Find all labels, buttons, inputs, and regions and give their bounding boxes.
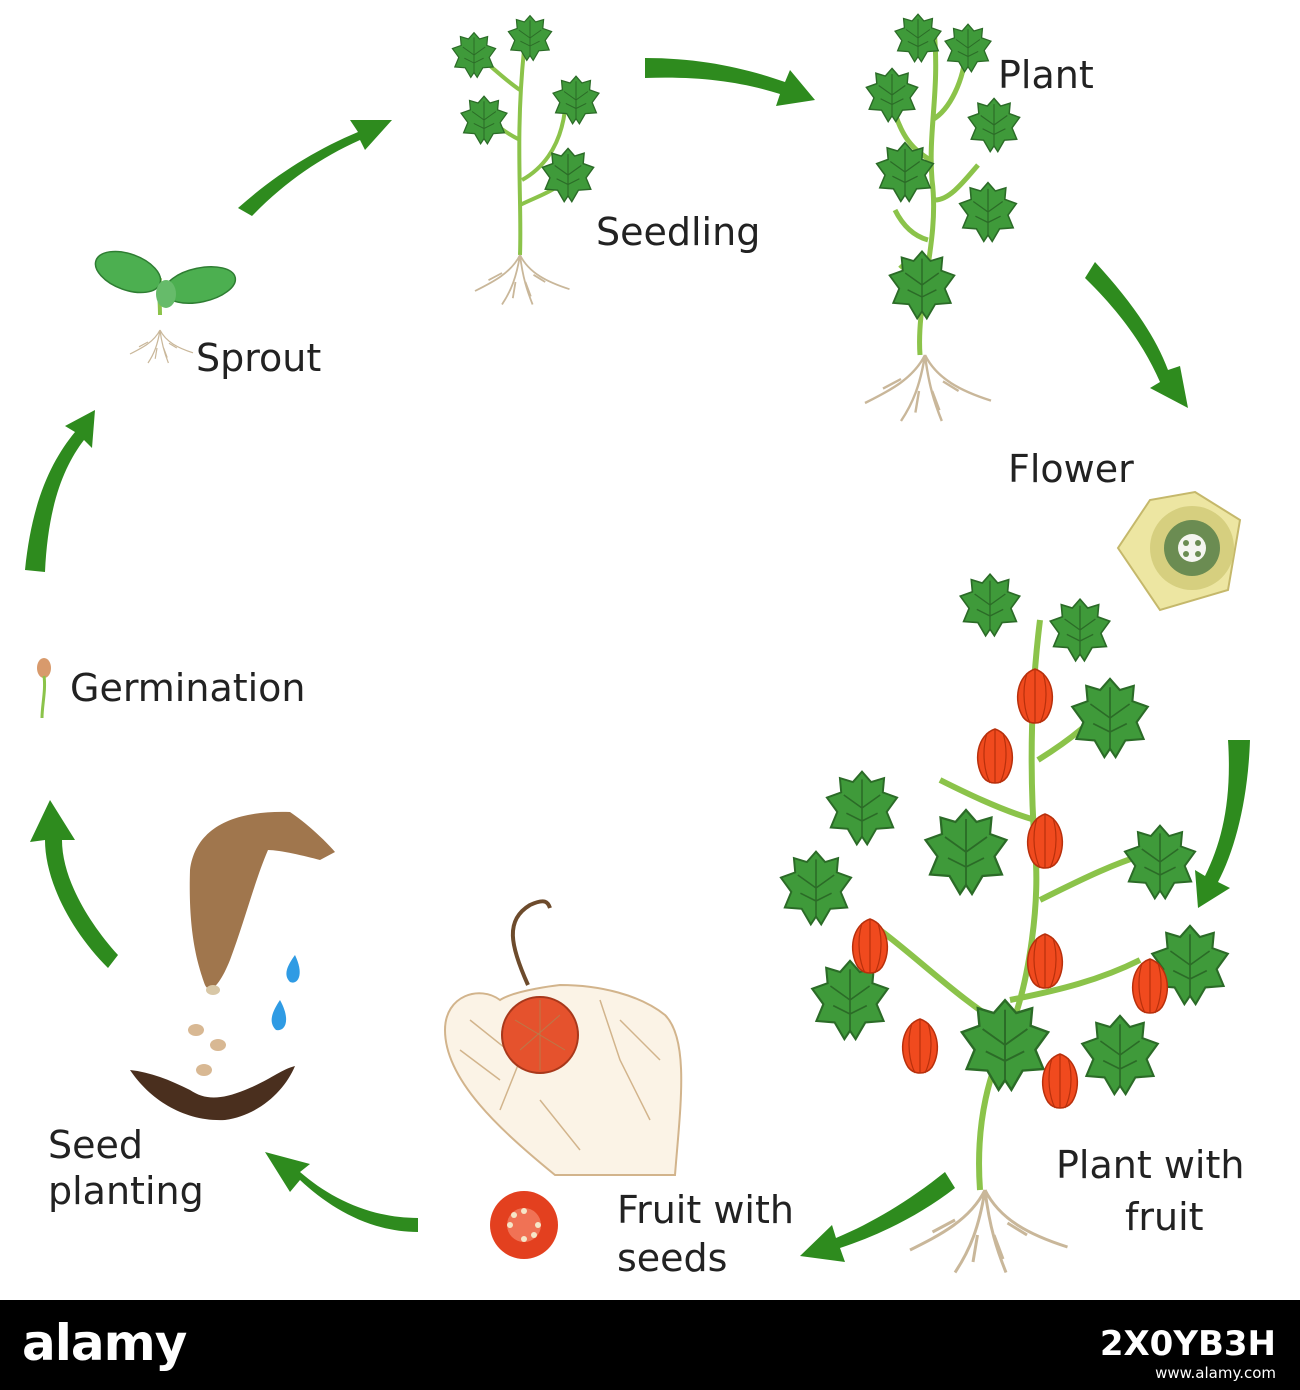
plant-life-cycle-diagram: Sprout Seedling Plant Flower Plant with … — [25, 13, 1250, 1280]
stage-label-plant-with-fruit-line-2: fruit — [1125, 1195, 1204, 1239]
arrow-fruit-plant-to-fruit — [800, 1172, 955, 1262]
fruit-cross-section — [490, 1191, 558, 1259]
stage-label-germination: Germination — [70, 666, 306, 710]
brand-logo: alamy — [22, 1314, 187, 1372]
arrow-sprout-to-seedling — [238, 120, 392, 216]
stage-label-flower: Flower — [1008, 447, 1134, 491]
image-id: 2X0YB3H — [1099, 1324, 1276, 1364]
arrow-fruit-to-planting — [265, 1152, 418, 1232]
site-url: www.alamy.com — [1155, 1364, 1276, 1382]
arrow-seedling-to-plant — [645, 58, 815, 106]
arrow-flower-to-fruit-plant — [1195, 740, 1250, 908]
watermark-footer: alamy 2X0YB3H www.alamy.com — [0, 1300, 1300, 1390]
stage-label-sprout: Sprout — [196, 336, 322, 380]
flower-illustration — [1116, 490, 1242, 612]
seedling-illustration — [451, 14, 600, 306]
stage-label-seed-planting-line-1: Seed — [48, 1123, 143, 1167]
stage-label-fruit-with-seeds-line-2: seeds — [617, 1236, 728, 1280]
seed-planting-illustration — [130, 811, 335, 1121]
stage-label-fruit-with-seeds-line-1: Fruit with — [617, 1188, 794, 1232]
cycle-arrows — [25, 58, 1250, 1262]
sprout-illustration — [94, 250, 237, 364]
life-cycle-illustration — [25, 13, 1250, 1274]
stage-label-seedling: Seedling — [596, 210, 761, 254]
fruit-plant-illustration — [779, 573, 1229, 1274]
stage-label-plant: Plant — [998, 53, 1094, 97]
stage-label-plant-with-fruit-line-1: Plant with — [1056, 1143, 1245, 1187]
arrow-plant-to-flower — [1085, 262, 1188, 408]
arrow-germination-to-sprout — [25, 410, 95, 572]
stage-label-seed-planting-line-2: planting — [48, 1169, 204, 1213]
germination-illustration — [37, 658, 51, 719]
plant-illustration — [863, 13, 1021, 423]
fruit-husk-illustration — [443, 899, 683, 1176]
arrow-planting-to-germination — [30, 800, 118, 968]
